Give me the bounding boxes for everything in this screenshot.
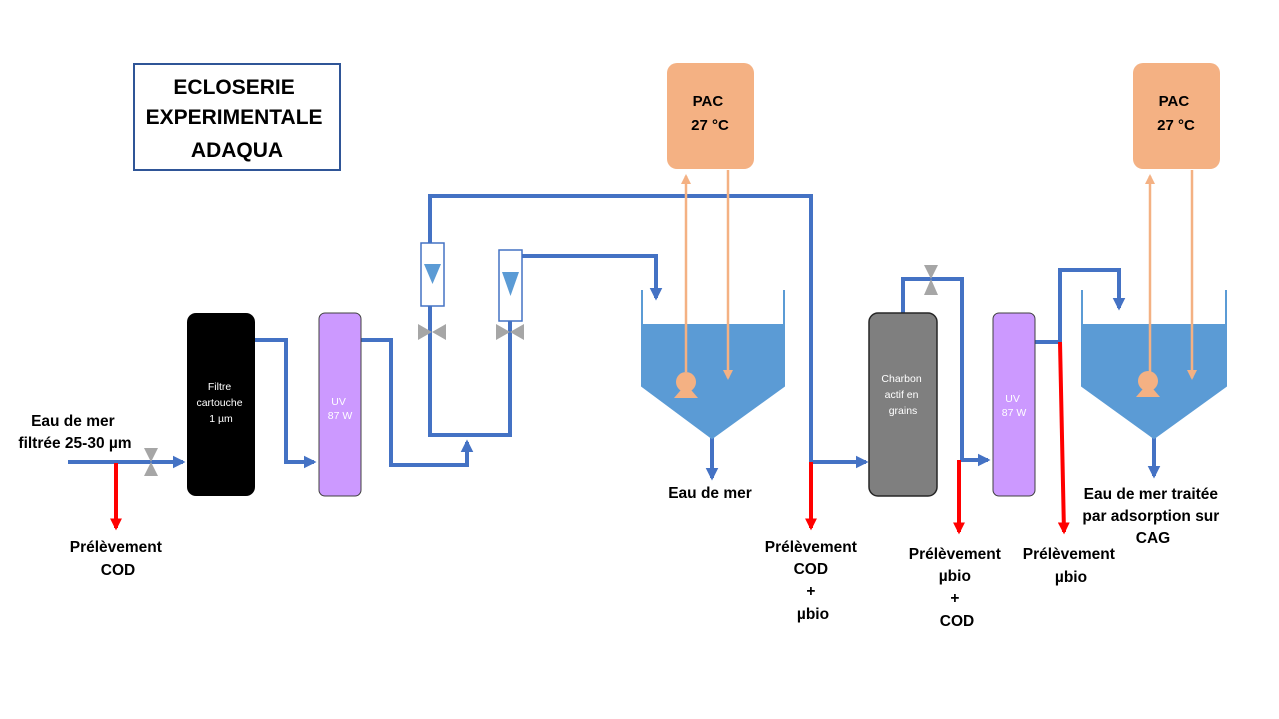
uv2-to-tank2-pipe xyxy=(1035,268,1126,344)
svg-text:PAC 27 °C: PAC 27 °C xyxy=(691,93,729,134)
valve-flowmeter-2 xyxy=(496,324,524,340)
carbon-to-uv2-pipe xyxy=(901,277,991,467)
tank2-outlet-label: Eau de mer traitée par adsorption sur CA… xyxy=(1082,486,1223,547)
uv1-to-manifold-pipe xyxy=(361,338,474,467)
tank-2 xyxy=(1081,290,1227,440)
sampling-label-1: Prélèvement COD xyxy=(70,539,167,579)
cartridge-filter: Filtre cartouche 1 µm xyxy=(187,313,255,496)
svg-text:ECLOSERIE EXPERIMENTALE: ECLOSERIE EXPERIMENTALE ADAQUA xyxy=(146,76,329,162)
valve-inlet xyxy=(144,448,158,476)
svg-text:UV 87 W: UV 87 W xyxy=(1002,393,1027,419)
tank1-outlet-label: Eau de mer xyxy=(668,485,752,502)
svg-text:Charbon actif en g: Charbon actif en grains xyxy=(881,373,924,417)
valve-flowmeter-1 xyxy=(418,324,446,340)
inlet-label: Eau de mer filtrée 25-30 µm xyxy=(18,413,131,452)
sampling-label-2: Prélèvement COD + µbio xyxy=(765,539,862,623)
sampling-label-4: Prélèvement µbio xyxy=(1023,546,1120,586)
carbon-column: Charbon actif en grains xyxy=(868,312,938,497)
pac-loops xyxy=(681,170,1197,380)
pipes xyxy=(68,194,1161,481)
tank-1 xyxy=(641,290,785,440)
filter-to-uv1-pipe xyxy=(255,338,317,469)
sampling-label-3: Prélèvement µbio + COD xyxy=(909,546,1006,630)
svg-text:PAC 27 °C: PAC 27 °C xyxy=(1157,93,1195,134)
flowmeter-2 xyxy=(498,249,523,322)
flowmeter-manifold-pipe xyxy=(428,304,512,437)
valve-carbon xyxy=(924,265,938,295)
flowmeter-1 xyxy=(420,242,445,307)
flowmeter-to-tank1-pipe xyxy=(522,254,663,301)
svg-text:UV 87 W: UV 87 W xyxy=(328,396,353,422)
uv-reactor-1: UV 87 W xyxy=(318,312,362,497)
sampling-arrow-4 xyxy=(1057,341,1070,535)
pump-2 xyxy=(1136,371,1160,397)
heat-pump-2: PAC 27 °C xyxy=(1133,63,1220,169)
bypass-to-carbon-pipe xyxy=(428,194,869,469)
sampling-arrows xyxy=(110,341,1070,535)
title-box: ECLOSERIE EXPERIMENTALE ADAQUA xyxy=(133,63,341,171)
pump-1 xyxy=(674,372,698,398)
uv-reactor-2: UV 87 W xyxy=(992,312,1036,497)
svg-text:Filtre cartouche 1: Filtre cartouche 1 µm xyxy=(196,381,245,425)
heat-pump-1: PAC 27 °C xyxy=(667,63,754,169)
